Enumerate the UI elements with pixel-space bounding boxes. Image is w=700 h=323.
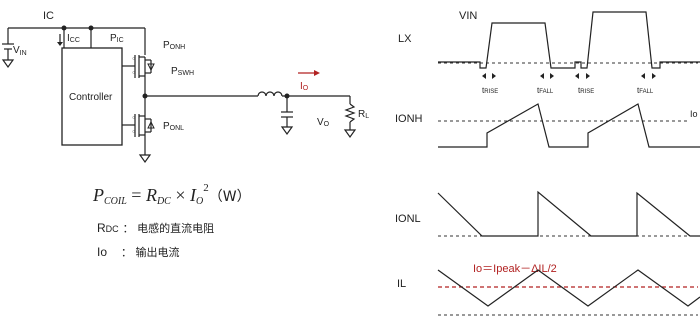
hs-s-mark: ○	[132, 70, 135, 76]
il-label: IL	[397, 278, 406, 290]
vin-ground-icon	[1, 59, 15, 69]
coil-loss-formula: PCOIL = RDC × IO2（W）	[92, 182, 251, 207]
pic-label: PIC	[110, 33, 124, 44]
rl-label: RL	[358, 109, 369, 120]
icc-arrow-icon	[57, 42, 63, 46]
legend-io: Io： 输出电流	[97, 245, 180, 259]
controller-block	[61, 47, 123, 146]
rl-ground-icon	[343, 129, 357, 139]
io-arrow-icon	[314, 70, 320, 76]
rl-icon	[344, 103, 356, 123]
ionh-wave	[438, 103, 700, 148]
lx-timing-arrows	[482, 73, 656, 79]
cap-ground-icon	[280, 126, 294, 136]
legend-rdc: RDC： 电感的直流电阻	[97, 221, 214, 235]
ic-label: IC	[43, 10, 54, 22]
ionl-label: IONL	[395, 213, 421, 225]
lx-label: LX	[398, 33, 412, 45]
icc-label: ICC	[67, 33, 80, 44]
tfall-label-1: tFALL	[537, 86, 554, 95]
ls-ground-icon	[138, 154, 152, 164]
vin-label: VIN	[13, 45, 27, 57]
controller-label: Controller	[69, 92, 113, 103]
legend: RDC： 电感的直流电阻 Io： 输出电流	[97, 221, 214, 259]
trise-label-1: tRISE	[482, 86, 498, 95]
ionl-wave	[437, 190, 700, 237]
pswh-label: PSWH	[171, 66, 194, 77]
vo-label: VO	[317, 117, 330, 128]
lx-wave	[438, 11, 700, 69]
tfall-label-2: tFALL	[637, 86, 654, 95]
trise-label-2: tRISE	[578, 86, 594, 95]
ponl-label: PONL	[163, 121, 184, 132]
il-wave	[437, 269, 700, 307]
il-formula: Io＝Ipeak－ΔIL/2	[473, 263, 557, 275]
ponh-label: PONH	[163, 40, 185, 51]
ionh-io-label: Io	[690, 109, 698, 119]
ls-s-mark: ○	[132, 129, 135, 135]
ionh-label: IONH	[395, 113, 423, 125]
waveforms: LX VIN tRISE tFALL tRISE tFALL IONH Io I…	[395, 10, 700, 316]
circuit: VIN IC ICC PIC Controller ○ ○ PONH PSWH	[1, 10, 369, 164]
formula-text: PCOIL = RDC × IO2（W）	[92, 182, 251, 207]
io-label: IO	[300, 81, 309, 92]
vin-wave-label: VIN	[459, 10, 477, 22]
ls-g-mark: ○	[132, 115, 135, 121]
inductor-icon	[257, 91, 283, 97]
hs-g-mark: ○	[132, 56, 135, 62]
